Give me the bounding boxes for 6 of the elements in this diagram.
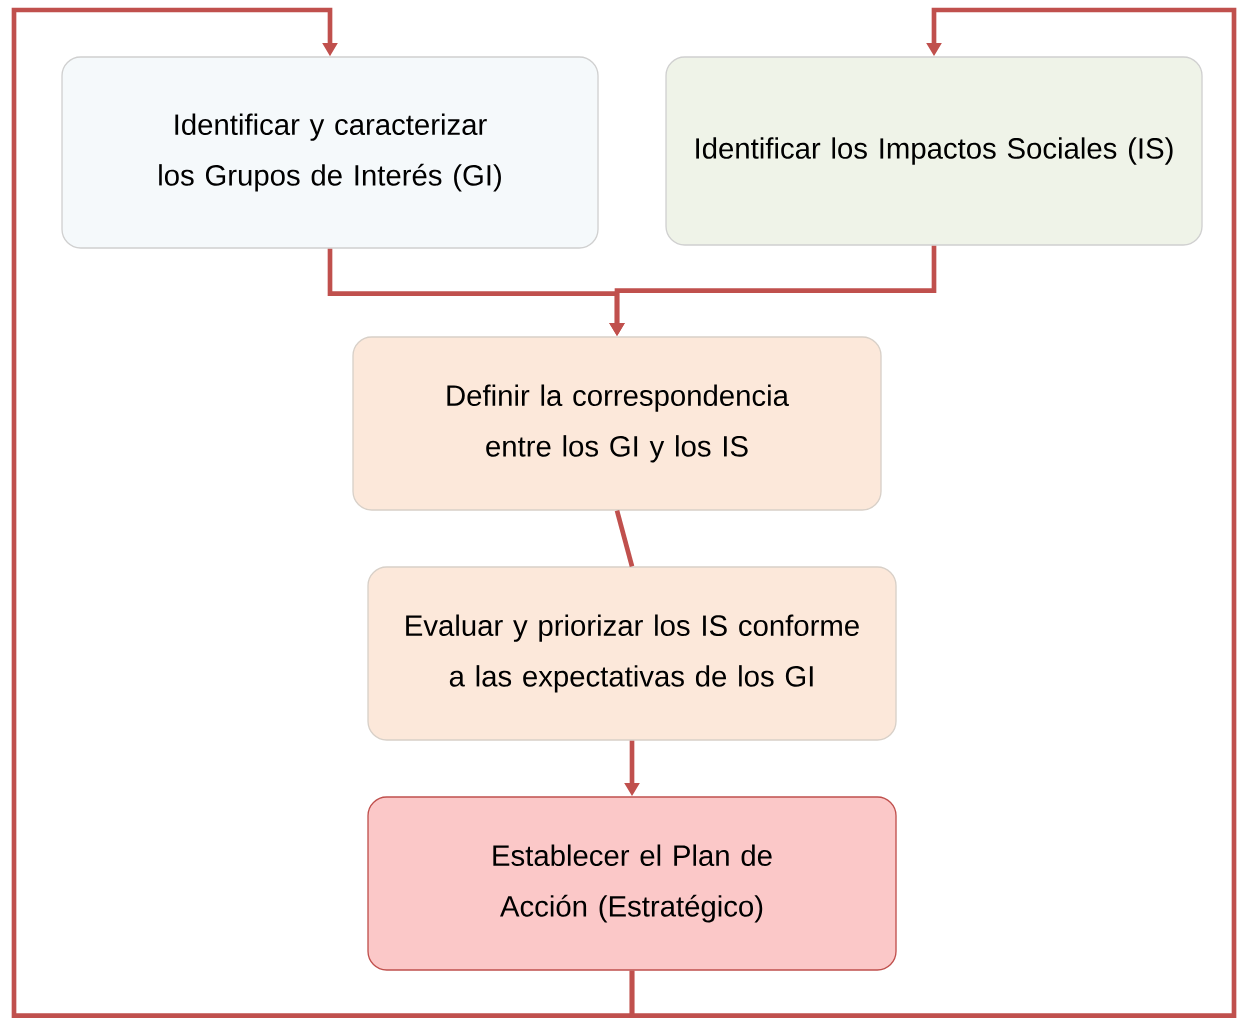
process-box: Identificar y caracterizar los Grupos de Interés (GI) <box>61 56 599 249</box>
process-box: Evaluar y priorizar los IS conforme a las expectativas de los GI <box>367 566 897 741</box>
process-box: Establecer el Plan de Acción (Estratégico) <box>367 796 897 971</box>
process-box: Definir la correspondencia entre los GI y los IS <box>352 336 882 511</box>
arrow <box>629 7 1237 1019</box>
process-box: Identificar los Impactos Sociales (IS) <box>665 56 1203 246</box>
